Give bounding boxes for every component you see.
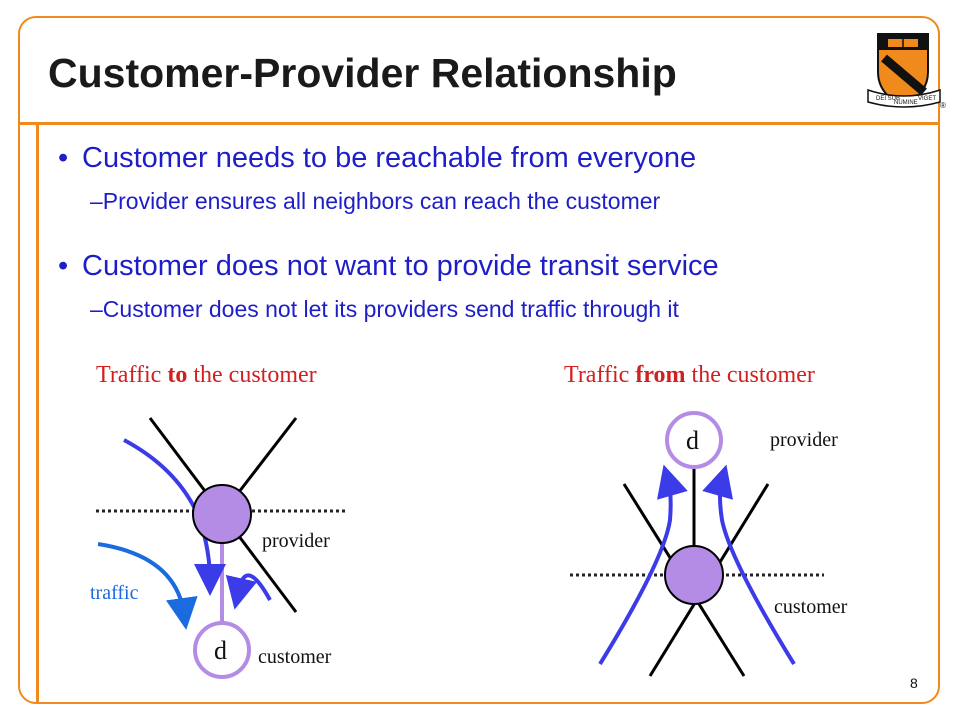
bullet-2-text: Customer does not want to provide transi… [82, 250, 719, 282]
banner-text-left: DEI SUB [876, 96, 900, 102]
customer-node [664, 545, 724, 605]
bullet-dot: • [58, 250, 69, 282]
node-d-left: d [214, 636, 227, 665]
diagram-traffic-from-customer: Traffic from the customer d provider cus… [564, 362, 848, 677]
provider-label-left: provider [262, 530, 330, 552]
node-d-right: d [686, 426, 699, 455]
title-divider [19, 122, 939, 125]
sub-bullet-1: –Provider ensures all neighbors can reac… [90, 188, 660, 215]
sub-bullet-2: –Customer does not let its providers sen… [90, 296, 679, 323]
banner-text-middle: NUMINE [894, 100, 918, 106]
bullet-1-text: Customer needs to be reachable from ever… [82, 142, 697, 174]
traffic-label: traffic [90, 582, 139, 604]
registered-mark: ® [940, 101, 946, 110]
sub-bullet-1-text: Provider ensures all neighbors can reach… [102, 188, 661, 214]
traffic-arrow-right-branch [702, 464, 796, 666]
bullet-dot: • [58, 142, 69, 174]
bullet-1: • Customer needs to be reachable from eve… [58, 142, 696, 175]
provider-label-right: provider [770, 429, 838, 451]
princeton-shield-logo: DEI SUB NUMINE VIGET ® [867, 33, 946, 110]
customer-label-left: customer [258, 646, 332, 668]
traffic-arrow-light [97, 542, 198, 630]
slide-frame [18, 16, 940, 704]
caption-right: Traffic from the customer [564, 362, 815, 388]
diagram-traffic-to-customer: Traffic to the customer d provider custo… [90, 362, 346, 679]
sub-dash: – [90, 296, 103, 322]
traffic-arrow-small [225, 573, 272, 610]
provider-node [665, 411, 723, 469]
customer-node [193, 621, 251, 679]
caption-left: Traffic to the customer [96, 362, 317, 388]
sub-bullet-2-text: Customer does not let its providers send… [102, 296, 679, 322]
provider-node [192, 484, 252, 544]
left-divider [36, 124, 39, 703]
banner-shape [867, 88, 941, 108]
customer-label-right: customer [774, 596, 848, 618]
sub-dash: – [90, 188, 103, 214]
slide-title: Customer-Provider Relationship [48, 50, 677, 96]
page-number: 8 [910, 675, 918, 691]
banner-text-right: VIGET [918, 96, 936, 102]
bullet-2: • Customer does not want to provide trans… [58, 250, 719, 283]
traffic-arrow-left-branch [598, 464, 688, 666]
